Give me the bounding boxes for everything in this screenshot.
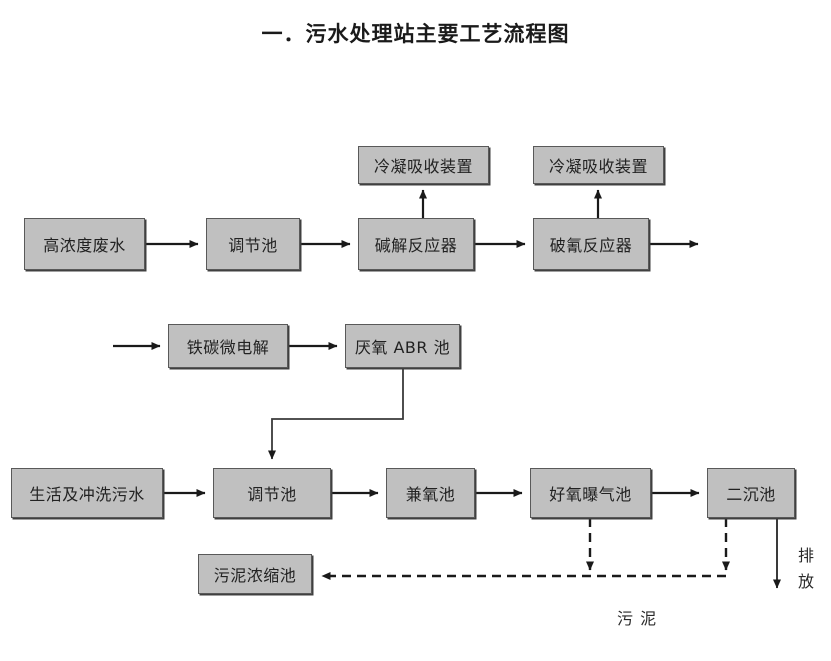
node-label: 调节池 (228, 236, 278, 255)
node-alkaline-hydrolysis-reactor[interactable]: 碱解反应器 (358, 218, 474, 270)
node-label: 碱解反应器 (374, 236, 458, 255)
node-equalization-tank-1[interactable]: 调节池 (206, 218, 300, 270)
node-label: 污泥浓缩池 (213, 566, 297, 585)
node-label: 兼氧池 (405, 485, 456, 504)
discharge-char-1: 排 (797, 546, 814, 565)
node-label: 生活及冲洗污水 (29, 485, 145, 504)
node-sludge-thickening-tank[interactable]: 污泥浓缩池 (198, 554, 312, 594)
node-condenser-1[interactable]: 冷凝吸收装置 (358, 146, 489, 184)
node-anaerobic-abr-tank[interactable]: 厌氧 ABR 池 (345, 324, 460, 368)
edge-abr-to-eq2 (268, 369, 404, 460)
node-domestic-flush-wastewater[interactable]: 生活及冲洗污水 (11, 468, 163, 518)
node-label: 破氰反应器 (549, 236, 633, 255)
sludge-label: 污 泥 (617, 609, 658, 628)
discharge-char-2: 放 (797, 572, 814, 591)
node-label: 铁碳微电解 (186, 338, 270, 357)
node-label: 冷凝吸收装置 (373, 157, 473, 176)
node-label: 厌氧 ABR 池 (354, 338, 451, 357)
node-condenser-2[interactable]: 冷凝吸收装置 (533, 146, 664, 184)
node-label: 冷凝吸收装置 (548, 157, 648, 176)
page-title: 一．污水处理站主要工艺流程图 (261, 22, 570, 46)
node-iron-carbon-microelectrolysis[interactable]: 铁碳微电解 (168, 324, 288, 368)
node-secondary-clarifier[interactable]: 二沉池 (707, 468, 795, 518)
node-label: 好氧曝气池 (549, 485, 632, 504)
node-label: 二沉池 (726, 485, 776, 504)
node-label: 调节池 (247, 485, 297, 504)
node-equalization-tank-2[interactable]: 调节池 (213, 468, 331, 518)
node-aerobic-aeration-tank[interactable]: 好氧曝气池 (530, 468, 651, 518)
node-high-concentration-wastewater[interactable]: 高浓度废水 (24, 218, 145, 270)
node-label: 高浓度废水 (43, 236, 126, 255)
node-facultative-tank[interactable]: 兼氧池 (386, 468, 475, 518)
node-cyanide-breaking-reactor[interactable]: 破氰反应器 (533, 218, 649, 270)
discharge-label: 排 放 (796, 543, 816, 595)
